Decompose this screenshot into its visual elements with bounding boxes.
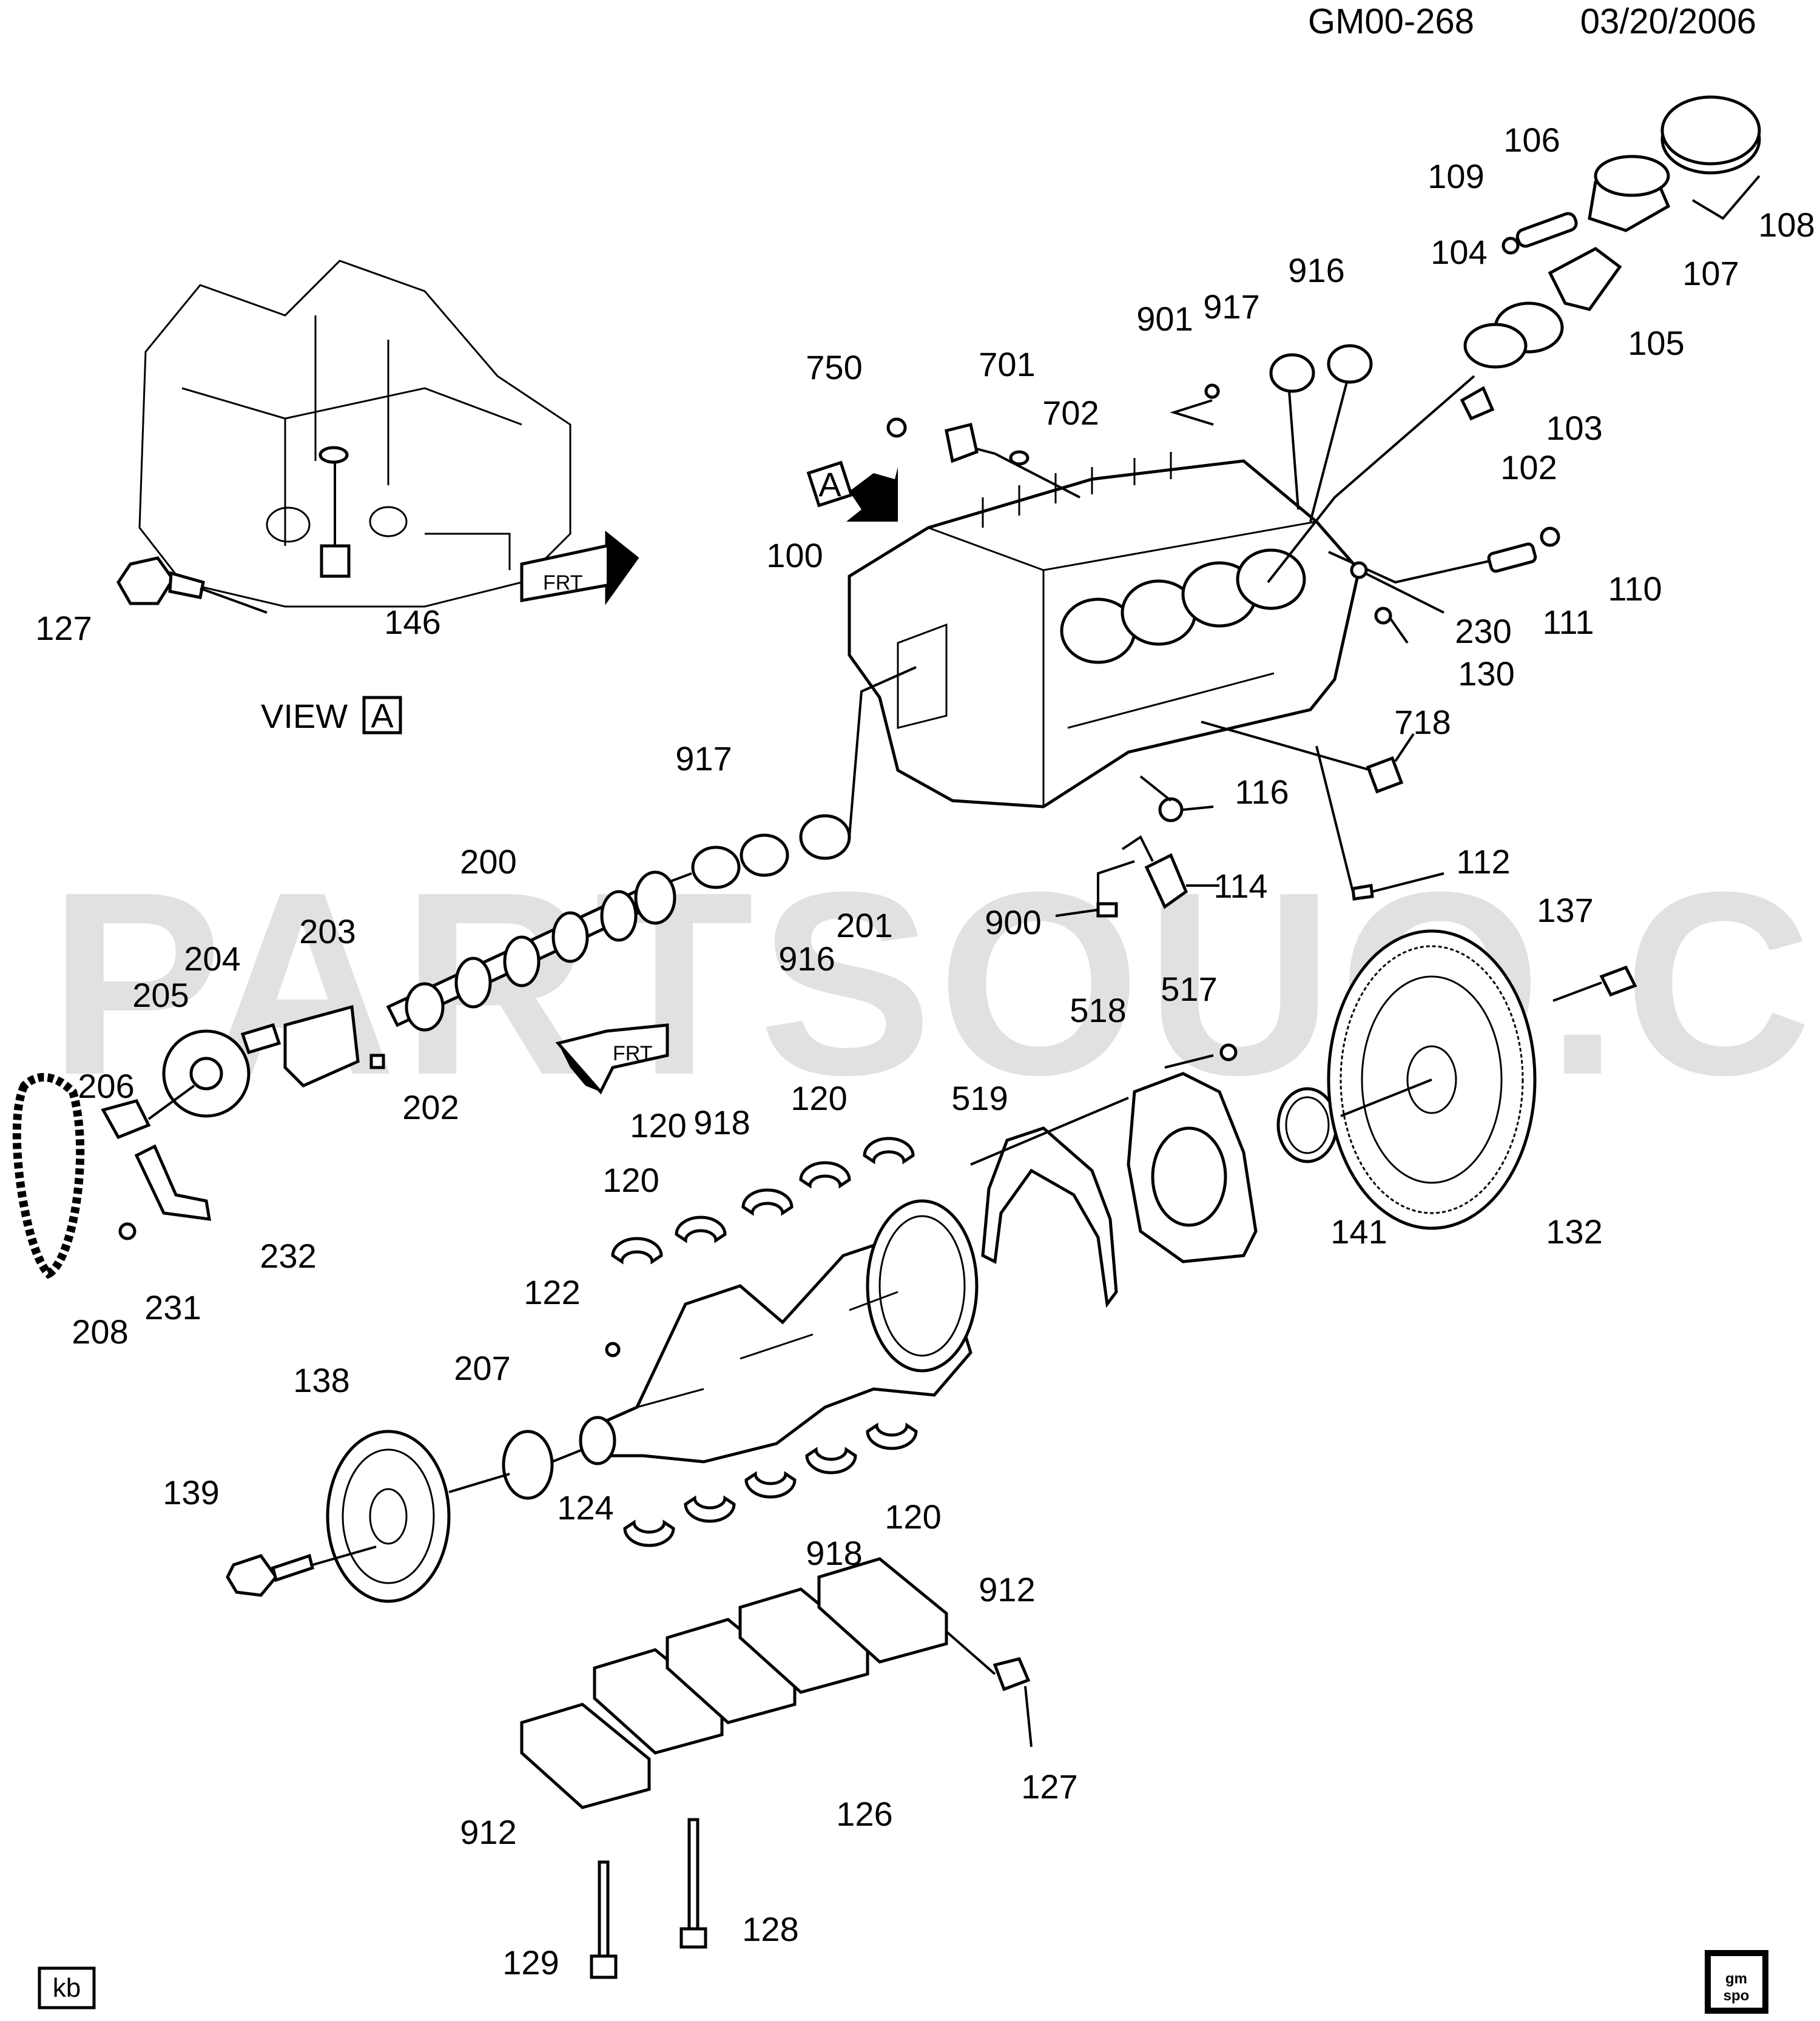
callout-207: 207 (454, 1349, 510, 1387)
svg-text:FRT: FRT (613, 1042, 652, 1065)
view-label: VIEW (261, 697, 348, 735)
callout-203: 203 (299, 912, 356, 950)
callout-912: 912 (460, 1813, 516, 1851)
crankshaft (579, 1199, 979, 1465)
front-arrow-lower: FRT (555, 1023, 669, 1095)
callout-701: 701 (979, 345, 1035, 383)
callout-103: 103 (1546, 409, 1602, 447)
callout-718: 718 (1394, 703, 1451, 741)
view-tag: A (371, 696, 394, 735)
callout-518: 518 (1070, 991, 1126, 1029)
callout-105: 105 (1628, 324, 1684, 362)
callout-916: 916 (778, 940, 835, 978)
diagram-date: 03/20/2006 (1580, 2, 1756, 41)
view-a-arrow: A (806, 460, 898, 522)
svg-text:A: A (818, 465, 841, 503)
callout-120: 120 (885, 1498, 941, 1536)
svg-text:FRT: FRT (543, 571, 582, 594)
callout-112: 112 (1456, 842, 1510, 881)
callout-120: 120 (630, 1106, 686, 1145)
callout-128: 128 (742, 1910, 798, 1948)
front-balancer (226, 1430, 583, 1603)
corner-tag-box (38, 1966, 96, 2009)
cam-bearings-lower (667, 666, 917, 889)
svg-text:gm: gm (1725, 1971, 1747, 1987)
callout-137: 137 (1537, 891, 1593, 929)
callout-900: 900 (985, 903, 1041, 941)
watermark: PARTSOUQ.COM (49, 838, 1820, 1129)
callout-130: 130 (1458, 654, 1514, 693)
callout-116: 116 (1235, 773, 1289, 811)
callout-519: 519 (951, 1079, 1008, 1117)
block-fittings (886, 417, 1560, 918)
camshaft (369, 870, 676, 1069)
gm-spo-logo: gm spo (1705, 1950, 1768, 2014)
callout-129: 129 (502, 1943, 559, 1982)
svg-text:spo: spo (1724, 1988, 1750, 2004)
callout-200: 200 (460, 842, 516, 881)
callout-114: 114 (1213, 867, 1267, 905)
callout-124: 124 (557, 1488, 613, 1527)
main-bearings (611, 1137, 918, 1547)
corner-tag: kb (53, 1973, 81, 2003)
callout-127: 127 (1021, 1767, 1077, 1806)
rear-cover-parts (970, 1043, 1338, 1308)
callout-917: 917 (1203, 288, 1259, 326)
callout-132: 132 (1546, 1212, 1602, 1251)
callout-201: 201 (836, 906, 892, 944)
callout-108: 108 (1758, 206, 1815, 244)
callout-917: 917 (675, 739, 732, 778)
main-caps (520, 1557, 1033, 1979)
callout-106: 106 (1503, 121, 1560, 159)
callout-230: 230 (1455, 612, 1511, 650)
callout-205: 205 (132, 976, 189, 1014)
callout-750: 750 (806, 348, 862, 386)
front-arrow-upper: FRT (520, 530, 639, 605)
callout-110: 110 (1608, 570, 1662, 608)
engine-block (848, 452, 1361, 809)
callout-111: 111 (1542, 603, 1594, 641)
callout-517: 517 (1161, 970, 1217, 1008)
callout-146: 146 (384, 603, 440, 641)
callout-231: 231 (144, 1288, 201, 1327)
callout-232: 232 (260, 1237, 316, 1275)
callout-107: 107 (1682, 254, 1739, 292)
callout-102: 102 (1500, 448, 1557, 486)
callout-104: 104 (1431, 233, 1487, 271)
callout-702: 702 (1042, 394, 1099, 432)
callout-912: 912 (979, 1570, 1035, 1609)
callout-120: 120 (602, 1161, 659, 1199)
callout-109: 109 (1427, 157, 1484, 195)
callout-202: 202 (402, 1088, 459, 1126)
callout-204: 204 (184, 940, 240, 978)
callout-141: 141 (1330, 1212, 1387, 1251)
callout-206: 206 (78, 1067, 134, 1105)
callout-126: 126 (836, 1795, 892, 1833)
callout-208: 208 (72, 1313, 128, 1351)
callout-122: 122 (524, 1273, 580, 1311)
callout-918: 918 (693, 1103, 750, 1142)
callout-918: 918 (806, 1534, 862, 1572)
callout-139: 139 (163, 1473, 219, 1512)
timing-components (12, 1004, 360, 1279)
callout-901: 901 (1136, 300, 1193, 338)
callout-916: 916 (1288, 251, 1344, 289)
callout-138: 138 (293, 1361, 349, 1399)
view-a-inset (116, 260, 571, 614)
cam-bearings-upper (1170, 344, 1373, 522)
callout-100: 100 (766, 536, 823, 574)
diagram-code: GM00-268 (1308, 2, 1474, 41)
callout-127: 127 (35, 609, 92, 647)
piston-assembly (1267, 95, 1761, 583)
flexplate (1327, 929, 1637, 1230)
view-tag-box (362, 696, 402, 735)
callout-120: 120 (790, 1079, 847, 1117)
